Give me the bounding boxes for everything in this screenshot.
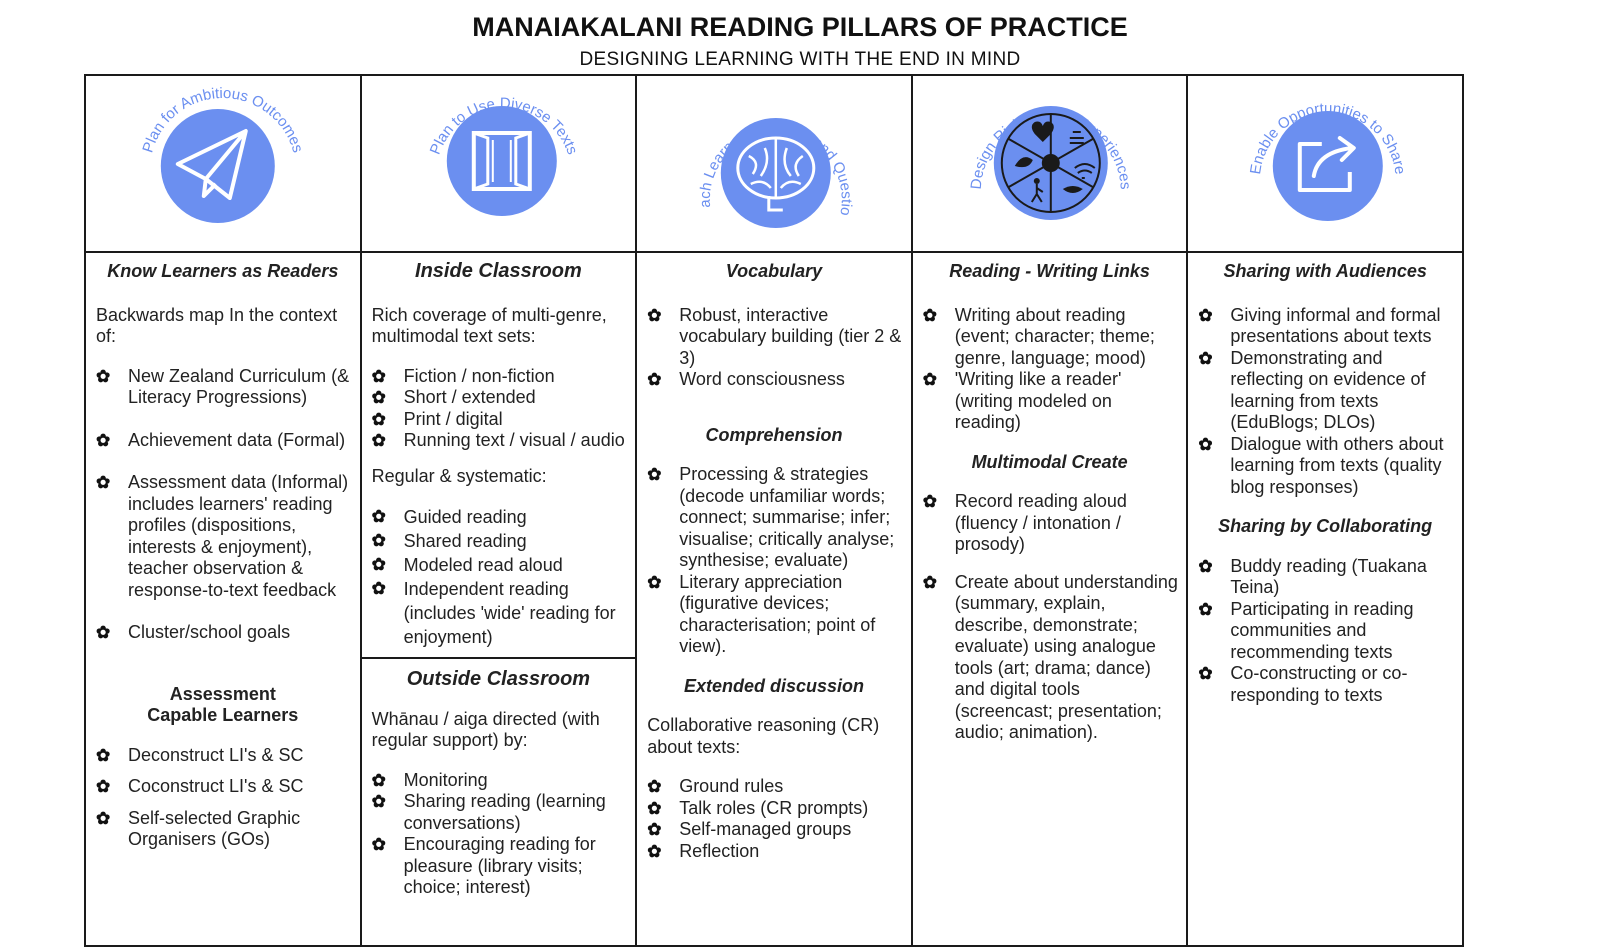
list-item: Modeled read aloud xyxy=(370,553,628,577)
bullet-list: Ground rules Talk roles (CR prompts) Sel… xyxy=(645,776,903,862)
list-item: Deconstruct LI's & SC xyxy=(94,745,352,767)
list-item: Literary appreciation (figurative device… xyxy=(645,572,903,658)
list-item: Coconstruct LI's & SC xyxy=(94,776,352,798)
list-item: Self-selected Graphic Organisers (GOs) xyxy=(94,808,352,851)
column-create-experiences: Reading - Writing Links Writing about re… xyxy=(913,251,1189,945)
section-heading: Vocabulary xyxy=(725,261,823,281)
list-item: Print / digital xyxy=(370,409,628,431)
intro-text: Whānau / aiga directed (with regular sup… xyxy=(371,708,600,751)
column-share: Sharing with Audiences Giving informal a… xyxy=(1188,251,1462,945)
pillar-icon-cell-3: Teach Learners to Think and Question xyxy=(637,76,913,251)
list-item: Running text / visual / audio xyxy=(370,430,628,452)
section-heading: Multimodal Create xyxy=(971,451,1128,472)
bullet-list: Record reading aloud (fluency / intonati… xyxy=(921,491,1179,744)
bullet-list: Writing about reading (event; character;… xyxy=(921,305,1179,434)
bullet-list: Guided reading Shared reading Modeled re… xyxy=(370,505,628,649)
page-subtitle: DESIGNING LEARNING WITH THE END IN MIND xyxy=(579,49,1021,70)
list-item: Robust, interactive vocabulary building … xyxy=(645,305,903,370)
intro-text: Regular & systematic: xyxy=(371,465,547,486)
list-item: Participating in reading communities and… xyxy=(1196,599,1454,664)
bullet-list: Buddy reading (Tuakana Teina) Participat… xyxy=(1196,556,1454,707)
list-item: Cluster/school goals xyxy=(94,622,352,644)
bullet-list: Robust, interactive vocabulary building … xyxy=(645,305,903,391)
share-arrow-icon: Enable Opportunities to Share xyxy=(1247,100,1409,221)
section-heading: Assessment Capable Learners xyxy=(147,683,299,726)
list-item: Reflection xyxy=(645,841,903,863)
open-window-icon: Plan to Use Diverse Texts xyxy=(426,95,580,216)
column-know-learners: Know Learners as Readers Backwards map I… xyxy=(86,251,362,945)
section-heading: Reading - Writing Links xyxy=(949,261,1150,281)
section-heading: Comprehension xyxy=(705,424,843,445)
list-item: Self-managed groups xyxy=(645,819,903,841)
list-item: Fiction / non-fiction xyxy=(370,366,628,388)
list-item: Short / extended xyxy=(370,387,628,409)
list-item: Guided reading xyxy=(370,505,628,529)
bullet-list: Processing & strategies (decode unfamili… xyxy=(645,464,903,658)
pillar-icon-cell-2: Plan to Use Diverse Texts xyxy=(362,76,638,251)
list-item: Assessment data (Informal) includes lear… xyxy=(94,472,352,601)
pillar-icon-cell-4: Design Rich Create Experiences xyxy=(913,76,1189,251)
list-item: Sharing reading (learning conversations) xyxy=(370,791,628,834)
list-item: Shared reading xyxy=(370,529,628,553)
page-title: MANAIAKALANI READING PILLARS OF PRACTICE xyxy=(472,12,1128,42)
intro-text: Rich coverage of multi-genre, multimodal… xyxy=(371,304,607,347)
section-heading: Outside Classroom xyxy=(406,668,591,690)
list-item: New Zealand Curriculum (& Literacy Progr… xyxy=(94,366,352,409)
bullet-list: Giving informal and formal presentations… xyxy=(1196,305,1454,499)
bullet-list: Deconstruct LI's & SC Coconstruct LI's &… xyxy=(94,745,352,851)
list-item: Buddy reading (Tuakana Teina) xyxy=(1196,556,1454,599)
list-item: Giving informal and formal presentations… xyxy=(1196,305,1454,348)
list-item: Create about understanding (summary, exp… xyxy=(921,572,1179,744)
brain-icon: Teach Learners to Think and Question xyxy=(637,76,855,228)
section-heading: Sharing by Collaborating xyxy=(1218,516,1433,536)
section-heading: Sharing with Audiences xyxy=(1223,261,1427,281)
section-heading: Inside Classroom xyxy=(415,260,582,282)
section-heading: Know Learners as Readers xyxy=(107,261,339,281)
list-item: Ground rules xyxy=(645,776,903,798)
pillar-icon-cell-5: Enable Opportunities to Share xyxy=(1188,76,1462,251)
pillar-icon-cell-1: Plan for Ambitious Outcomes xyxy=(86,76,362,251)
column-think-question: Vocabulary Robust, interactive vocabular… xyxy=(637,251,913,945)
icon-row: Plan for Ambitious Outcomes Plan to Use … xyxy=(86,76,1462,253)
section-divider xyxy=(361,657,636,659)
list-item: Talk roles (CR prompts) xyxy=(645,798,903,820)
list-item: Dialogue with others about learning from… xyxy=(1196,434,1454,499)
list-item: 'Writing like a reader' (writing modeled… xyxy=(921,369,1179,434)
list-item: Demonstrating and reflecting on evidence… xyxy=(1196,348,1454,434)
list-item: Independent reading (includes 'wide' rea… xyxy=(370,577,628,649)
list-item: Writing about reading (event; character;… xyxy=(921,305,1179,370)
list-item: Encouraging reading for pleasure (librar… xyxy=(370,834,628,899)
create-wheel-icon: Design Rich Create Experiences xyxy=(967,106,1134,220)
intro-text: Backwards map In the context of: xyxy=(96,304,338,347)
list-item: Record reading aloud (fluency / intonati… xyxy=(921,491,1179,556)
bullet-list: New Zealand Curriculum (& Literacy Progr… xyxy=(94,366,352,644)
list-item: Monitoring xyxy=(370,770,628,792)
bullet-list: Fiction / non-fiction Short / extended P… xyxy=(370,366,628,452)
pillar-columns: Know Learners as Readers Backwards map I… xyxy=(86,251,1462,945)
column-diverse-texts: Inside Classroom Rich coverage of multi-… xyxy=(361,251,638,945)
pillars-table: Plan for Ambitious Outcomes Plan to Use … xyxy=(84,74,1464,947)
intro-text: Collaborative reasoning (CR) about texts… xyxy=(647,715,880,757)
bullet-list: Monitoring Sharing reading (learning con… xyxy=(370,770,628,899)
list-item: Processing & strategies (decode unfamili… xyxy=(645,464,903,572)
section-heading: Extended discussion xyxy=(683,675,864,696)
list-item: Word consciousness xyxy=(645,369,903,391)
paper-plane-icon: Plan for Ambitious Outcomes xyxy=(139,85,306,223)
list-item: Achievement data (Formal) xyxy=(94,430,352,452)
list-item: Co-constructing or co-responding to text… xyxy=(1196,663,1454,706)
